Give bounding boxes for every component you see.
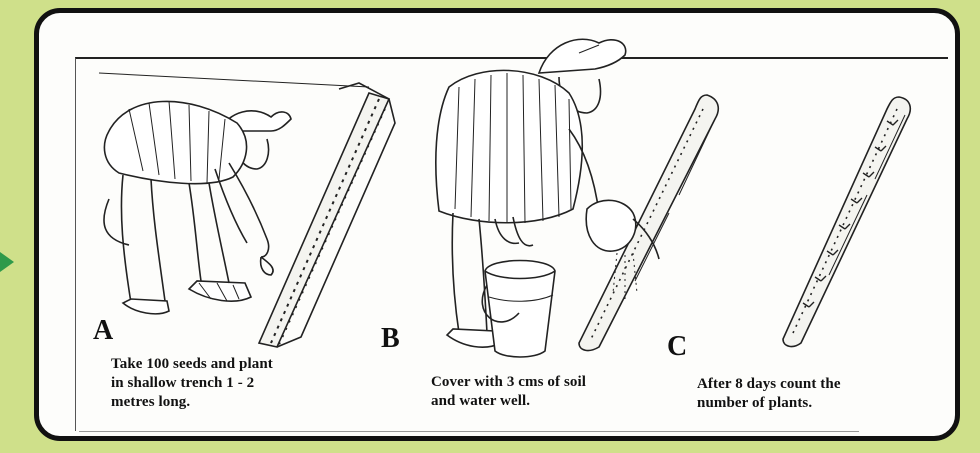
arrow-right-icon <box>0 252 14 272</box>
panel-c-drawing <box>783 97 910 346</box>
panel-c-caption: After 8 days count the number of plants. <box>697 375 917 413</box>
panel-c-letter: C <box>667 333 687 361</box>
panel-a-drawing <box>99 73 395 347</box>
illustration-frame: A B C Take 100 seeds and plant in shallo… <box>34 8 960 441</box>
panel-a-caption: Take 100 seeds and plant in shallow tren… <box>111 355 351 412</box>
panel-b-letter: B <box>381 325 400 353</box>
panel-a-letter: A <box>93 317 113 345</box>
panel-b-drawing <box>436 39 718 357</box>
panel-b-caption: Cover with 3 cms of soil and water well. <box>431 373 671 411</box>
